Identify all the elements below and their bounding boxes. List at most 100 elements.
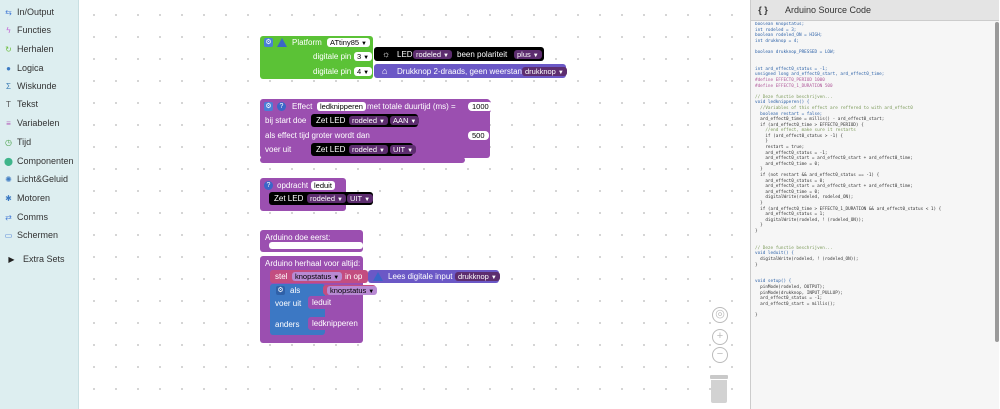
- code-line: if (ard_effect0_time > EFFECT0_PERIOD) {: [755, 122, 864, 128]
- code-line: if (not restart && ard_effect0_status ==…: [755, 173, 880, 179]
- call-ledknipperen-label: ledknipperen: [312, 319, 358, 328]
- set-led-dropdown[interactable]: rodeled▼: [349, 145, 388, 154]
- toolbox-item-comms[interactable]: ⇄Comms: [4, 208, 48, 226]
- toolbox-item-label: Schermen: [17, 230, 59, 240]
- loop-label: Arduino herhaal voor altijd:: [265, 259, 361, 268]
- code-line: ard_effect0_time = millis() - ard_effect…: [755, 117, 885, 123]
- toolbox-item-label: Functies: [17, 25, 52, 35]
- code-line: digitalWrite(rodeled, ! (rodeled_ON));: [755, 217, 864, 223]
- code-line: pinMode(drukknop, INPUT_PULLUP);: [755, 290, 843, 296]
- platform-label: Platform: [292, 38, 322, 47]
- toolbox-item-label: Tekst: [17, 99, 39, 109]
- pin-dropdown-1[interactable]: 3▼: [354, 52, 373, 61]
- zoom-in-icon[interactable]: +: [712, 329, 728, 345]
- light-sound-icon: ✺: [5, 174, 12, 184]
- toolbox-item-label: In/Output: [17, 7, 55, 17]
- code-line: void ledknipperen() {: [755, 100, 810, 106]
- gear-icon[interactable]: ⚙: [276, 286, 285, 295]
- arrows-icon: ⇆: [5, 7, 12, 17]
- set-led-label: Zet LED: [316, 116, 346, 125]
- code-line: ard_effect0_status = 1;: [755, 212, 825, 218]
- code-line: if (ard_effect0_time > EFFECT0_1_DURATIO…: [755, 206, 942, 212]
- call-ledknipperen-block[interactable]: [308, 317, 361, 330]
- code-line: int rodeled = 3;: [755, 27, 797, 33]
- toolbox-item-schermen[interactable]: ▭ Schermen: [4, 226, 58, 244]
- toolbox-item-in-output[interactable]: ⇆ In/Output: [4, 3, 54, 21]
- code-panel: { } Arduino Source Code boolean knopstat…: [750, 0, 999, 409]
- code-line: void setup() {: [755, 279, 792, 285]
- toolbox-item-label: Herhalen: [17, 44, 54, 54]
- code-line: }: [755, 167, 763, 173]
- motor-icon: ✱: [5, 193, 12, 203]
- code-line: pinMode(rodeled, OUTPUT);: [755, 284, 825, 290]
- then-label: voer uit: [275, 299, 302, 308]
- screen-icon: ▭: [4, 230, 13, 240]
- toolbox-item-motoren[interactable]: ✱Motoren: [4, 189, 50, 207]
- pin-label-1: digitale pin: [313, 52, 352, 61]
- read-label: Lees digitale input: [388, 272, 453, 281]
- led-polarity-dropdown[interactable]: plus▼: [514, 50, 542, 59]
- code-line: void leduit() {: [755, 251, 794, 257]
- button-block[interactable]: [374, 64, 566, 78]
- toolbox-item-extra-sets[interactable]: ▶Extra Sets: [7, 250, 64, 268]
- expand-triangle-icon: ▶: [8, 254, 15, 264]
- code-line: ard_effect0_start = millis();: [755, 301, 836, 307]
- button-name-dropdown[interactable]: drukknop▼: [522, 67, 567, 76]
- code-line: ard_effect0_time = 0;: [755, 161, 820, 167]
- code-line: //Variables of this effect are reffered …: [755, 105, 913, 111]
- help-icon[interactable]: ?: [264, 181, 273, 190]
- led-label: LED: [397, 50, 413, 59]
- effect-duration-input[interactable]: 1000: [468, 102, 493, 111]
- set-led-dropdown[interactable]: rodeled▼: [349, 116, 388, 125]
- toolbox-item-label: Licht&Geluid: [17, 174, 69, 184]
- if-variable-dropdown[interactable]: knopstatus▼: [327, 286, 378, 295]
- braces-icon[interactable]: { }: [758, 5, 768, 15]
- toolbox-item-logica[interactable]: ●Logica: [4, 59, 43, 77]
- toolbox-item-componenten[interactable]: ⬤Componenten: [4, 152, 74, 170]
- recenter-icon[interactable]: ◎: [712, 307, 728, 323]
- blockly-workspace[interactable]: ⚙ Platform ATtiny85▼ digitale pin 3▼ dig…: [79, 0, 750, 409]
- code-line: int drukknop = 4;: [755, 38, 799, 44]
- code-panel-header: { } Arduino Source Code: [751, 0, 999, 21]
- toolbox-item-label: Tijd: [17, 137, 32, 147]
- led-state-off-dropdown[interactable]: UIT▼: [390, 145, 417, 154]
- code-panel-title: Arduino Source Code: [785, 5, 872, 15]
- platform-dropdown[interactable]: ATtiny85▼: [327, 38, 370, 47]
- help-icon[interactable]: ?: [277, 102, 286, 111]
- set-led-dropdown[interactable]: rodeled▼: [307, 194, 346, 203]
- code-line: ard_effect0_time = 0;: [755, 189, 820, 195]
- toolbox-item-variabelen[interactable]: ≡Variabelen: [4, 114, 59, 132]
- gear-icon[interactable]: ⚙: [264, 38, 273, 47]
- led-state-off-dropdown[interactable]: UIT▼: [347, 194, 374, 203]
- led-state-on-dropdown[interactable]: AAN▼: [390, 116, 420, 125]
- toolbox-item-tijd[interactable]: ◷Tijd: [4, 133, 31, 151]
- code-scrollbar[interactable]: [995, 22, 999, 342]
- led-name-dropdown[interactable]: rodeled▼: [413, 50, 452, 59]
- zoom-out-icon[interactable]: −: [712, 347, 728, 363]
- toolbox-item-licht-geluid[interactable]: ✺ Licht&Geluid: [4, 170, 68, 188]
- effect-do-label: voer uit: [265, 145, 292, 154]
- call-leduit-block[interactable]: [308, 296, 338, 309]
- effect-when-input[interactable]: 500: [468, 131, 489, 140]
- else-label: anders: [275, 320, 300, 329]
- read-input-dropdown[interactable]: drukknop▼: [455, 272, 500, 281]
- code-line: #define EFFECT0_1_DURATION 500: [755, 83, 833, 89]
- gear-icon[interactable]: ⚙: [264, 102, 273, 111]
- warning-icon[interactable]: [277, 38, 287, 47]
- command-name-field[interactable]: leduit: [311, 181, 335, 190]
- effect-name-field[interactable]: ledknipperen: [317, 102, 366, 111]
- pin-dropdown-2[interactable]: 4▼: [354, 67, 373, 76]
- warning-icon[interactable]: [373, 272, 383, 281]
- toolbox-item-herhalen[interactable]: ↻Herhalen: [4, 40, 54, 58]
- code-line: boolean drukknop_PRESSED = LOW;: [755, 49, 836, 55]
- effect-label: Effect: [292, 102, 313, 111]
- trash-can-icon[interactable]: [710, 375, 728, 403]
- set-variable-dropdown[interactable]: knopstatus▼: [292, 272, 343, 281]
- comms-icon: ⇄: [5, 212, 12, 222]
- component-icon: ⬤: [4, 156, 13, 166]
- code-line: }: [755, 223, 763, 229]
- code-line: }: [755, 262, 758, 268]
